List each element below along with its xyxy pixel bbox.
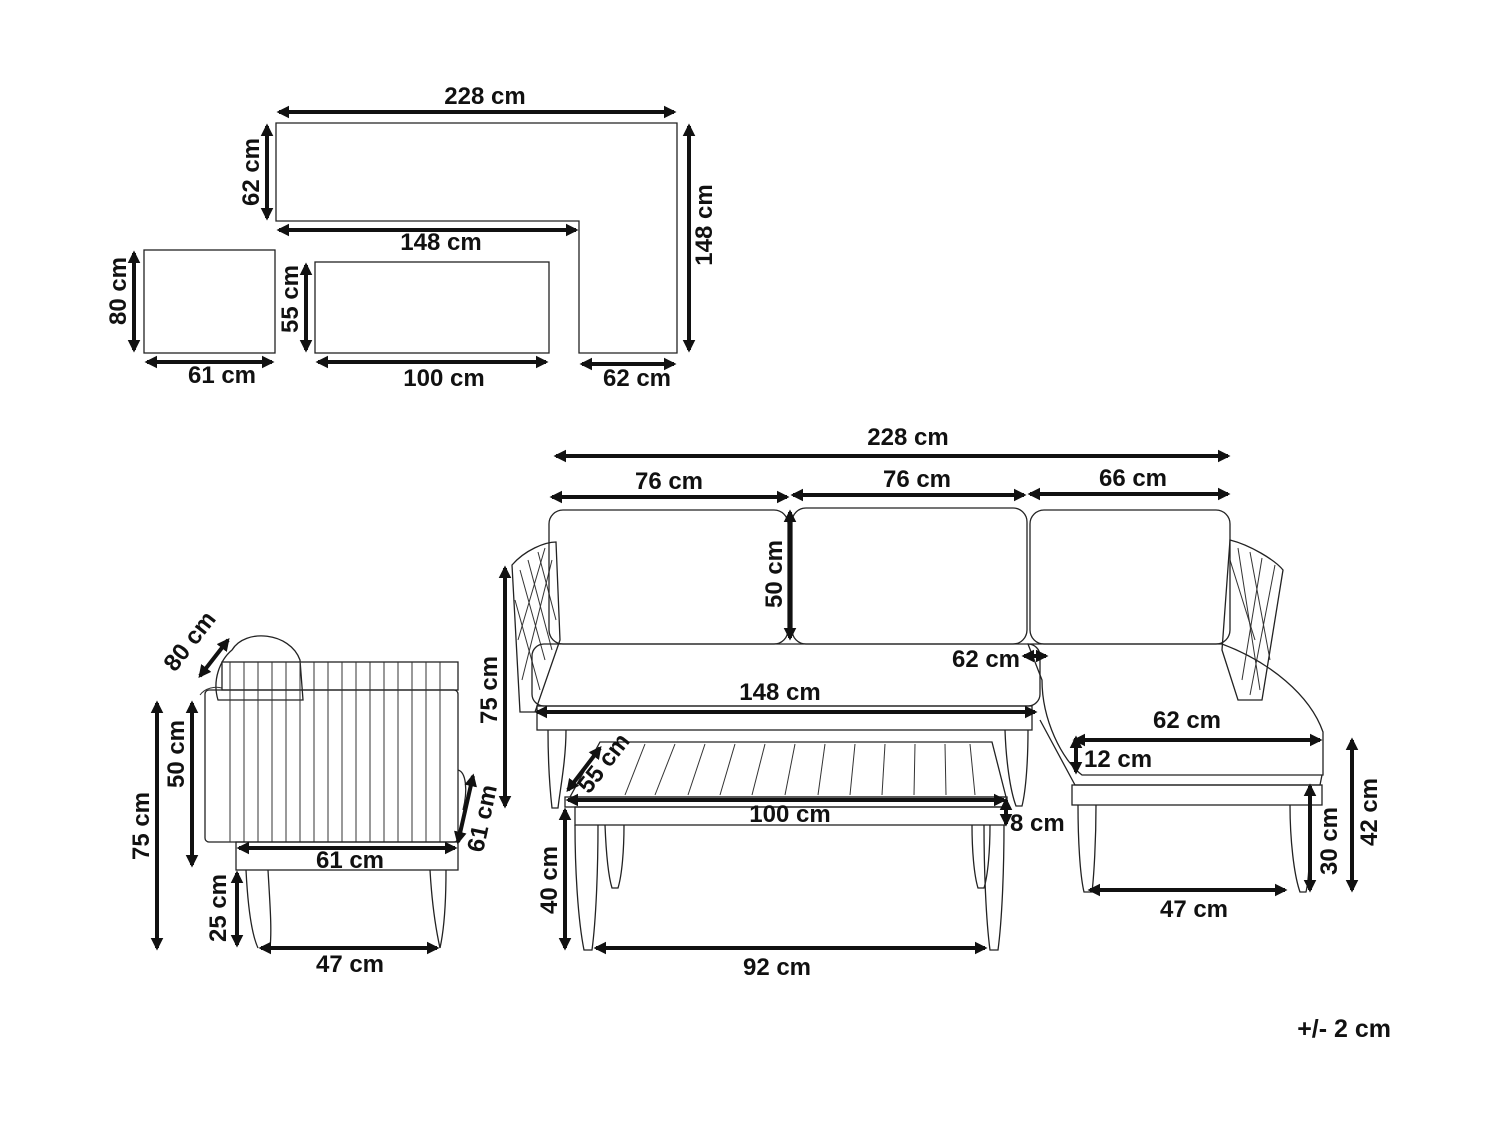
plan-overall-width-label: 228 cm <box>444 83 525 110</box>
plan-table-depth-label: 55 cm <box>277 265 304 333</box>
armchair-leg <box>245 869 259 949</box>
plan-table-outline <box>314 261 550 354</box>
plan-depth-label: 62 cm <box>238 138 265 206</box>
armchair-depth-label: 80 cm <box>159 606 222 676</box>
plan-inner-width-label: 148 cm <box>400 229 481 256</box>
sofa-back-height-label: 50 cm <box>761 540 788 608</box>
armchair-height-label: 75 cm <box>128 792 155 860</box>
armchair-slats <box>229 662 441 842</box>
table-width-label: 100 cm <box>749 801 830 828</box>
sofa-seat-base <box>536 705 1033 731</box>
table-leg-span-label: 92 cm <box>743 954 811 981</box>
sofa-drawing: 228 cm 76 cm 76 cm 66 cm 50 cm 75 cm 62 … <box>476 424 1383 923</box>
armchair-back-height-label: 50 cm <box>163 720 190 788</box>
plan-view: 228 cm 62 cm 148 cm 148 cm 62 cm 80 cm 6… <box>105 83 718 392</box>
plan-chair-depth-label: 80 cm <box>105 257 132 325</box>
sofa-height-label: 75 cm <box>476 656 503 724</box>
sofa-back-cushion-left <box>548 509 789 645</box>
table-leg <box>971 824 991 889</box>
plan-overall-depth-label: 148 cm <box>691 184 718 265</box>
plan-chair-outline <box>143 249 276 354</box>
armchair-leg <box>429 869 441 949</box>
plan-chaise-width-label: 62 cm <box>603 365 671 392</box>
dim-arrow <box>454 773 477 845</box>
plan-table-width-label: 100 cm <box>403 365 484 392</box>
sofa-seat-right-label: 66 cm <box>1099 465 1167 492</box>
sofa-seat-left-label: 76 cm <box>635 468 703 495</box>
dim-arrow <box>198 637 230 679</box>
armchair-leg-height-label: 25 cm <box>205 874 232 942</box>
table-depth-label: 55 cm <box>573 728 636 798</box>
plan-chair-width-label: 61 cm <box>188 362 256 389</box>
table-slats <box>624 743 976 796</box>
armchair-leg-span-label: 47 cm <box>316 951 384 978</box>
sofa-chaise-depth-label: 62 cm <box>952 646 1020 673</box>
coffee-table-drawing: 55 cm 100 cm 8 cm 40 cm 92 cm <box>536 728 1065 981</box>
armchair-drawing: 80 cm 50 cm 75 cm 61 cm 61 cm 25 cm 47 c… <box>128 606 503 978</box>
sofa-seat-middle-label: 76 cm <box>883 466 951 493</box>
table-leg <box>983 824 1005 951</box>
sofa-overall-width-label: 228 cm <box>867 424 948 451</box>
armchair-frame <box>204 689 459 843</box>
table-leg <box>574 824 599 951</box>
table-top-thickness-label: 8 cm <box>1010 810 1065 837</box>
chaise-leg <box>1077 804 1097 893</box>
sofa-seat-height-label: 42 cm <box>1356 778 1383 846</box>
chaise-cushion-width-label: 62 cm <box>1153 707 1221 734</box>
sofa-seat-width-label: 148 cm <box>739 679 820 706</box>
chaise-cushion <box>1027 643 1324 776</box>
sofa-back-cushion-middle <box>791 507 1028 645</box>
armchair-seat-width-label: 61 cm <box>316 847 384 874</box>
sofa-leg <box>1004 729 1029 807</box>
chaise-leg <box>1289 804 1311 893</box>
cushion-thickness-label: 12 cm <box>1084 746 1152 773</box>
sofa-leg <box>547 729 567 809</box>
sofa-back-cushion-right <box>1029 509 1231 645</box>
sofa-right-arm <box>1221 539 1284 701</box>
chaise-leg-height-label: 30 cm <box>1316 807 1343 875</box>
chaise-leg-span-label: 47 cm <box>1160 896 1228 923</box>
sofa-left-arm <box>511 541 561 713</box>
dim-arrow <box>566 745 602 793</box>
armchair-leg <box>267 869 272 949</box>
table-leg <box>604 824 625 889</box>
plan-sofa-outline <box>275 122 678 354</box>
table-height-label: 40 cm <box>536 846 563 914</box>
tolerance-note: +/- 2 cm <box>1297 1015 1391 1043</box>
armchair-leg <box>439 869 447 949</box>
